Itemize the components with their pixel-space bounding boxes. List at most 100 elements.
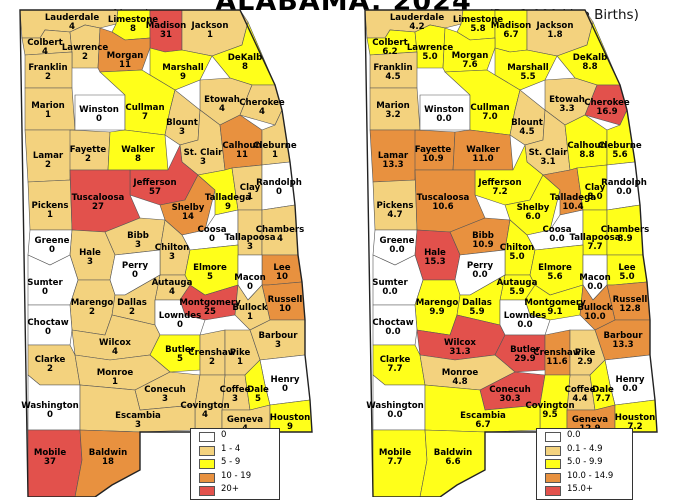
number-value-clarke: 2 xyxy=(47,364,53,374)
number-legend-item: 0 xyxy=(191,429,279,443)
rate-label-marengo: Marengo xyxy=(416,298,459,308)
rate-label-walker: Walker xyxy=(466,145,500,155)
number-county-clarke xyxy=(27,344,81,386)
number-label-elmore: Elmore xyxy=(193,263,227,273)
number-label-wilcox: Wilcox xyxy=(99,338,131,348)
number-label-colbert: Colbert xyxy=(27,38,62,48)
rate-label-pickens: Pickens xyxy=(377,201,414,211)
number-value-cleburne: 1 xyxy=(272,150,278,160)
number-value-dale: 5 xyxy=(255,394,261,404)
rate-label-clay: Clay xyxy=(585,183,606,193)
number-value-etowah: 4 xyxy=(219,104,225,114)
rate-value-covington: 9.5 xyxy=(542,410,557,420)
rate-label-barbour: Barbour xyxy=(604,331,644,341)
number-value-russell: 10 xyxy=(279,304,291,314)
number-value-macon: 0 xyxy=(247,282,253,292)
number-value-tallapoosa: 3 xyxy=(247,242,253,252)
rate-legend-swatch xyxy=(545,445,561,456)
number-label-chambers: Chambers xyxy=(256,225,305,235)
number-value-henry: 0 xyxy=(282,384,288,394)
rate-label-morgan: Morgan xyxy=(452,51,489,61)
rate-value-hale: 15.3 xyxy=(424,257,445,267)
rate-value-walker: 11.0 xyxy=(472,154,493,164)
rate-value-lamar: 13.3 xyxy=(382,160,403,170)
number-label-geneva: Geneva xyxy=(227,415,263,425)
number-legend-item: 5 - 9 xyxy=(191,456,279,470)
number-value-marion: 1 xyxy=(45,110,51,120)
number-legend-label: 1 - 4 xyxy=(221,443,241,454)
number-label-houston: Houston xyxy=(270,413,310,423)
number-label-tallapoosa: Tallapoosa xyxy=(224,233,275,243)
rate-label-bibb: Bibb xyxy=(472,231,494,241)
rate-label-lamar: Lamar xyxy=(378,151,409,161)
rate-value-tuscaloosa: 10.6 xyxy=(432,202,453,212)
number-value-lawrence: 2 xyxy=(82,52,88,62)
rate-state-outline xyxy=(364,9,658,497)
number-legend-swatch xyxy=(199,486,215,496)
number-value-mobile: 37 xyxy=(44,457,56,467)
rate-value-calhoun: 8.8 xyxy=(579,150,594,160)
number-legend-swatch xyxy=(199,445,215,456)
number-label-cleburne: Cleburne xyxy=(253,141,297,151)
number-label-barbour: Barbour xyxy=(259,331,299,341)
rate-value-st-clair: 3.1 xyxy=(540,157,555,167)
number-label-henry: Henry xyxy=(271,375,300,385)
rate-label-blount: Blount xyxy=(511,118,543,128)
rate-value-franklin: 4.5 xyxy=(385,72,400,82)
rate-label-tuscaloosa: Tuscaloosa xyxy=(417,193,470,203)
number-value-jackson: 1 xyxy=(207,30,213,40)
rate-label-cullman: Cullman xyxy=(470,103,509,113)
number-value-randolph: 0 xyxy=(276,187,282,197)
number-value-autauga: 4 xyxy=(169,287,175,297)
rate-label-calhoun: Calhoun xyxy=(567,141,606,151)
rate-value-lauderdale: 4.2 xyxy=(409,22,424,32)
number-label-clay: Clay xyxy=(240,183,261,193)
rate-value-limestone: 5.8 xyxy=(470,24,485,34)
rate-label-baldwin: Baldwin xyxy=(434,448,472,458)
number-label-pike: Pike xyxy=(230,348,251,358)
rate-value-bullock: 10.0 xyxy=(584,312,605,322)
rate-label-cleburne: Cleburne xyxy=(598,141,642,151)
number-label-coosa: Coosa xyxy=(197,225,226,235)
number-label-st-clair: St. Clair xyxy=(184,148,224,158)
rate-value-bibb: 10.9 xyxy=(472,240,493,250)
number-label-pickens: Pickens xyxy=(32,201,69,211)
rate-label-winston: Winston xyxy=(424,105,464,115)
rate-label-randolph: Randolph xyxy=(601,178,647,188)
rate-label-talladega: Talladega xyxy=(550,193,596,203)
number-value-madison: 31 xyxy=(160,30,172,40)
rate-label-limestone: Limestone xyxy=(453,15,503,25)
rate-value-lawrence: 5.0 xyxy=(422,52,437,62)
number-value-cherokee: 4 xyxy=(259,107,265,117)
rate-value-wilcox: 31.3 xyxy=(449,347,470,357)
rate-legend-item: 15.0+ xyxy=(537,483,632,497)
rate-value-cherokee: 16.9 xyxy=(596,107,617,117)
rate-label-elmore: Elmore xyxy=(538,263,572,273)
number-label-bullock: Bullock xyxy=(232,303,268,313)
rate-value-macon: 0.0 xyxy=(587,282,602,292)
number-value-houston: 9 xyxy=(287,422,293,432)
number-value-barbour: 3 xyxy=(275,340,281,350)
number-label-jefferson: Jefferson xyxy=(132,178,176,188)
rate-value-randolph: 0.0 xyxy=(616,187,631,197)
number-value-lamar: 2 xyxy=(45,160,51,170)
rate-label-washington: Washington xyxy=(366,401,424,411)
rate-label-dekalb: DeKalb xyxy=(573,53,608,63)
number-legend-item: 20+ xyxy=(191,483,279,497)
rate-county-franklin xyxy=(369,51,418,89)
rate-label-madison: Madison xyxy=(491,21,532,31)
number-label-autauga: Autauga xyxy=(152,278,193,288)
rate-label-fayette: Fayette xyxy=(415,145,452,155)
number-legend-item: 10 - 19 xyxy=(191,470,279,484)
number-label-marion: Marion xyxy=(31,101,65,111)
rate-legend-swatch xyxy=(545,472,561,483)
rate-legend-label: 0.1 - 4.9 xyxy=(567,443,603,454)
number-value-blount: 3 xyxy=(179,127,185,137)
number-label-baldwin: Baldwin xyxy=(89,448,127,458)
number-label-mobile: Mobile xyxy=(34,448,66,458)
number-value-shelby: 14 xyxy=(182,212,194,222)
number-value-butler: 5 xyxy=(177,354,183,364)
rate-value-escambia: 6.7 xyxy=(475,420,490,430)
rate-label-coosa: Coosa xyxy=(542,225,571,235)
number-label-fayette: Fayette xyxy=(70,145,107,155)
